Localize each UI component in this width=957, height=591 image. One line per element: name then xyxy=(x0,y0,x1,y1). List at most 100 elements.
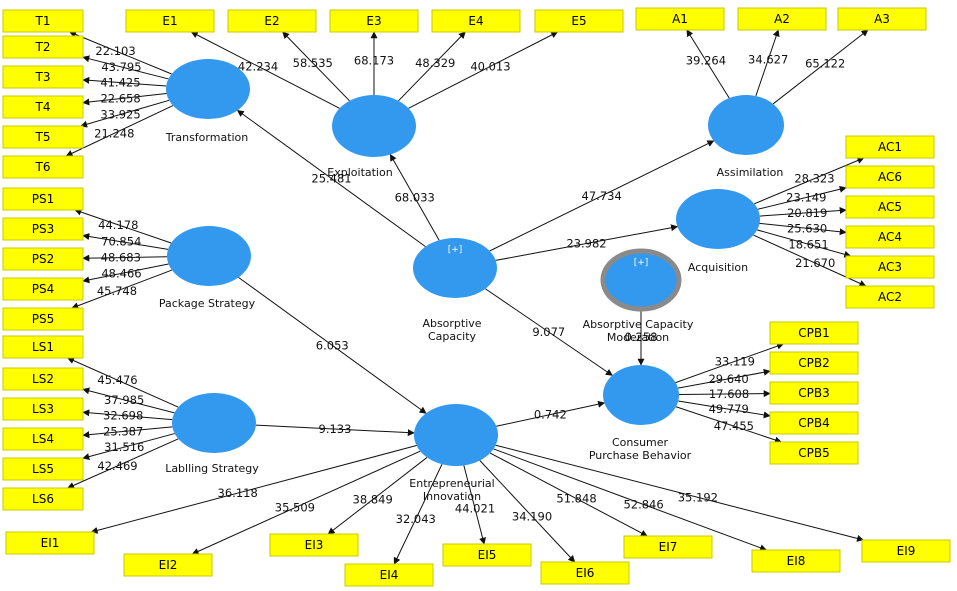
indicator-ls2[interactable]: LS2 xyxy=(2,367,84,391)
loading-value-ps3: 70.854 xyxy=(101,235,141,249)
construct-assimilation[interactable]: Assimilation xyxy=(708,95,784,179)
expand-badge[interactable]: [+] xyxy=(448,245,463,255)
loading-value-ls5: 31.516 xyxy=(104,440,144,454)
indicator-t2[interactable]: T2 xyxy=(2,35,84,59)
indicator-ei1[interactable]: EI1 xyxy=(5,531,95,555)
indicator-ls6[interactable]: LS6 xyxy=(2,487,84,511)
indicator-cpb4[interactable]: CPB4 xyxy=(769,411,859,435)
loading-value-ei2: 35.509 xyxy=(275,501,315,515)
loading-value-cpb5: 47.455 xyxy=(714,419,754,433)
indicator-label: AC6 xyxy=(878,170,902,184)
indicator-ac4[interactable]: AC4 xyxy=(845,225,935,249)
indicator-ac5[interactable]: AC5 xyxy=(845,195,935,219)
indicator-ei9[interactable]: EI9 xyxy=(861,539,951,563)
indicator-e3[interactable]: E3 xyxy=(329,9,419,33)
loading-value-a2: 34.627 xyxy=(748,53,788,67)
loading-value-ei5: 44.021 xyxy=(455,502,495,516)
indicator-label: T3 xyxy=(35,70,51,84)
indicator-label: AC1 xyxy=(878,140,902,154)
path-arrow-entrepreneurial-innovation-to-consumer-purchase-behavior xyxy=(496,400,606,427)
indicator-label: A2 xyxy=(774,12,790,26)
indicator-ls3[interactable]: LS3 xyxy=(2,397,84,421)
indicator-ac1[interactable]: AC1 xyxy=(845,135,935,159)
indicator-cpb5[interactable]: CPB5 xyxy=(769,441,859,465)
loading-value-t4: 22.658 xyxy=(100,92,140,106)
construct-label: Consumer xyxy=(612,436,669,449)
indicator-ei6[interactable]: EI6 xyxy=(540,561,630,585)
indicator-ei3[interactable]: EI3 xyxy=(269,533,359,557)
indicator-label: EI4 xyxy=(380,568,399,582)
indicator-label: E5 xyxy=(571,14,586,28)
construct-acquisition[interactable]: Acquisition xyxy=(676,189,760,274)
indicator-ls5[interactable]: LS5 xyxy=(2,457,84,481)
indicator-e4[interactable]: E4 xyxy=(431,9,521,33)
construct-package-strategy[interactable]: Package Strategy xyxy=(159,226,256,310)
path-arrow-absorptive-capacity-to-transformation xyxy=(236,109,426,248)
indicator-ei2[interactable]: EI2 xyxy=(123,553,213,577)
loading-arrow-ei9 xyxy=(495,444,865,542)
indicator-label: AC4 xyxy=(878,230,902,244)
loading-value-ps4: 48.466 xyxy=(101,266,141,280)
construct-labelling-strategy[interactable]: Lablling Strategy xyxy=(165,393,259,475)
indicator-ps4[interactable]: PS4 xyxy=(2,277,84,301)
indicator-t1[interactable]: T1 xyxy=(2,9,84,33)
indicator-a1[interactable]: A1 xyxy=(635,7,725,31)
indicator-ac2[interactable]: AC2 xyxy=(845,285,935,309)
indicator-ac3[interactable]: AC3 xyxy=(845,255,935,279)
loading-arrow-ac5 xyxy=(759,207,847,217)
indicator-ei7[interactable]: EI7 xyxy=(623,535,713,559)
path-coefficient: 68.033 xyxy=(395,190,435,204)
loading-arrow-ls1 xyxy=(67,357,179,408)
loading-value-ei9: 35.192 xyxy=(678,490,718,504)
loading-arrow-a3 xyxy=(772,29,869,105)
loading-arrow-ac1 xyxy=(754,157,865,205)
indicator-cpb2[interactable]: CPB2 xyxy=(769,351,859,375)
indicator-label: LS1 xyxy=(32,340,54,354)
indicator-e2[interactable]: E2 xyxy=(227,9,317,33)
loading-value-ls4: 25.387 xyxy=(103,424,143,438)
indicator-e1[interactable]: E1 xyxy=(125,9,215,33)
indicator-t3[interactable]: T3 xyxy=(2,65,84,89)
expand-badge[interactable]: [+] xyxy=(634,258,649,268)
loading-arrow-ei2 xyxy=(191,450,421,555)
indicator-ps3[interactable]: PS3 xyxy=(2,217,84,241)
indicator-label: CPB2 xyxy=(798,356,829,370)
indicator-ps2[interactable]: PS2 xyxy=(2,247,84,271)
path-arrow-package-strategy-to-entrepreneurial-innovation xyxy=(238,276,427,414)
path-arrow-absorptive-capacity-to-exploitation xyxy=(389,153,440,241)
indicator-ac6[interactable]: AC6 xyxy=(845,165,935,189)
construct-label: Entrepreneurial xyxy=(409,477,494,490)
loading-value-ac5: 20.819 xyxy=(787,206,827,220)
indicator-label: PS3 xyxy=(32,222,55,236)
indicator-a2[interactable]: A2 xyxy=(737,7,827,31)
loading-arrow-e2 xyxy=(282,31,350,102)
indicator-ps5[interactable]: PS5 xyxy=(2,307,84,331)
indicator-cpb1[interactable]: CPB1 xyxy=(769,321,859,345)
indicator-ls4[interactable]: LS4 xyxy=(2,427,84,451)
indicator-ps1[interactable]: PS1 xyxy=(2,187,84,211)
loading-value-ei7: 51.848 xyxy=(556,492,596,506)
indicator-a3[interactable]: A3 xyxy=(837,7,927,31)
indicator-label: A1 xyxy=(672,12,688,26)
loading-arrow-ac3 xyxy=(756,229,852,258)
loading-arrow-ls2 xyxy=(82,387,175,414)
indicator-t6[interactable]: T6 xyxy=(2,155,84,179)
loading-value-e1: 42.234 xyxy=(238,59,278,73)
indicator-e5[interactable]: E5 xyxy=(534,9,624,33)
indicator-ei4[interactable]: EI4 xyxy=(344,563,434,587)
indicator-t4[interactable]: T4 xyxy=(2,95,84,119)
indicator-t5[interactable]: T5 xyxy=(2,125,84,149)
loading-value-ac2: 21.670 xyxy=(795,256,835,270)
indicator-ls1[interactable]: LS1 xyxy=(2,335,84,359)
construct-transformation[interactable]: Transformation xyxy=(165,59,250,144)
indicator-ei8[interactable]: EI8 xyxy=(751,549,841,573)
indicator-cpb3[interactable]: CPB3 xyxy=(769,381,859,405)
loading-value-t2: 43.795 xyxy=(101,60,141,74)
loading-value-ps1: 44.178 xyxy=(98,218,138,232)
indicator-ei5[interactable]: EI5 xyxy=(442,543,532,567)
construct-exploitation[interactable]: Exploitation xyxy=(327,95,416,179)
